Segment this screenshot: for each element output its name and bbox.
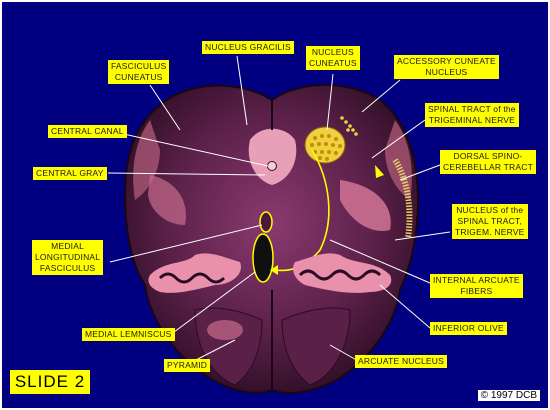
label-medial-longitudinal-fasciculus: MEDIAL LONGITUDINAL FASCICULUS: [32, 240, 104, 275]
label-spinal-tract-trigeminal: SPINAL TRACT of the TRIGEMINAL NERVE: [425, 103, 519, 127]
inferior-olive-left-fold: [158, 272, 226, 284]
label-inferior-olive: INFERIOR OLIVE: [430, 322, 507, 335]
mlf-shape: [259, 211, 273, 233]
spinal-trigeminal-nucleus-shape: [340, 180, 391, 231]
label-central-canal: CENTRAL CANAL: [48, 125, 127, 138]
label-pyramid: PYRAMID: [164, 359, 211, 372]
copyright-icon: ©: [480, 390, 489, 401]
spinal-tract-arrowhead: [375, 165, 384, 178]
slide-number-label: SLIDE 2: [10, 370, 90, 394]
label-internal-arcuate-fibers: INTERNAL ARCUATE FIBERS: [430, 274, 523, 298]
left-reticular-zone: [148, 175, 186, 225]
copyright-text: 1997 DCB: [490, 390, 537, 401]
label-medial-lemniscus: MEDIAL LEMNISCUS: [82, 328, 175, 341]
copyright-notice: © 1997 DCB: [477, 390, 540, 401]
lateral-white-matter-left: [133, 120, 160, 200]
inferior-olive-right-fold: [298, 269, 382, 281]
internal-arcuate-arrowhead: [270, 265, 278, 275]
label-nucleus-gracilis: NUCLEUS GRACILIS: [202, 41, 294, 54]
inferior-olive-right-shape: [293, 253, 392, 293]
label-arcuate-nucleus: ARCUATE NUCLEUS: [355, 355, 447, 368]
pyramid-right-shape: [281, 307, 351, 386]
central-canal-shape: [267, 161, 277, 171]
dorsal-spinocerebellar-strip: [392, 158, 413, 239]
label-fasciculus-cuneatus: FASCICULUS CUNEATUS: [108, 60, 170, 84]
central-gray-shape: [248, 128, 297, 185]
label-dorsal-spinocerebellar-tract: DORSAL SPINO- CEREBELLAR TRACT: [440, 150, 536, 174]
accessory-cuneate-dots: [340, 116, 358, 136]
medial-lemniscus-shape: [252, 233, 274, 283]
label-accessory-cuneate-nucleus: ACCESSORY CUNEATE NUCLEUS: [394, 55, 499, 79]
label-nucleus-spinal-tract: NUCLEUS of the SPINAL TRACT, TRIGEM. NER…: [452, 204, 528, 239]
pyramid-left-pale: [207, 320, 243, 340]
leader-lines: [107, 55, 451, 363]
label-central-gray: CENTRAL GRAY: [33, 167, 107, 180]
nucleus-cuneatus-dots: [310, 134, 342, 161]
label-nucleus-cuneatus: NUCLEUS CUNEATUS: [306, 46, 360, 70]
internal-arcuate-curve: [274, 149, 330, 272]
